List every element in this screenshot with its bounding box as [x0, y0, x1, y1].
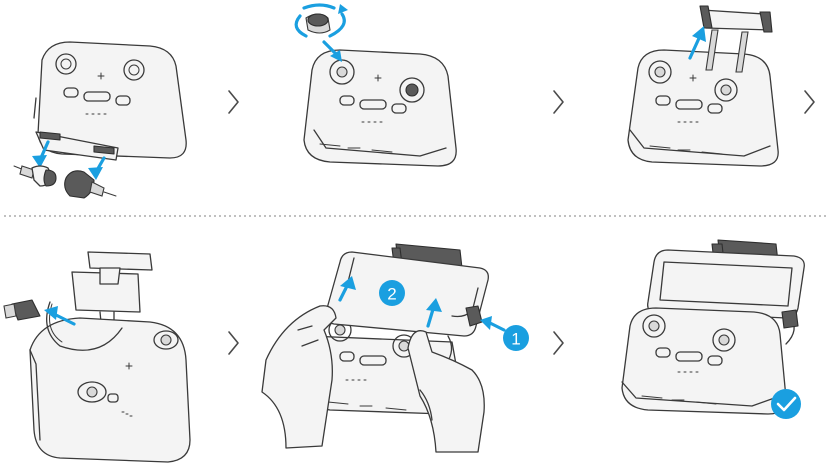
rotate-arrow-icon [294, 3, 346, 38]
checkmark-icon [771, 389, 801, 419]
chevron-right-icon [804, 90, 815, 114]
chevron-right-icon [553, 90, 564, 114]
panel-unfold-holder [627, 5, 779, 167]
mobile-phone [325, 251, 489, 337]
chevron-right-icon [553, 331, 564, 355]
control-stick-right [64, 170, 117, 199]
step-badge-2: 2 [379, 280, 405, 306]
step-badge-1-label: 1 [511, 330, 520, 349]
panel-attach-sticks [294, 3, 457, 167]
panel-complete [621, 239, 805, 419]
panel-remove-sticks [13, 41, 187, 199]
control-stick-left [13, 165, 57, 187]
panel-remove-cable [3, 251, 191, 463]
chevron-right-icon [228, 90, 239, 114]
panel-insert-phone: 2 1 [261, 243, 529, 453]
step-badge-2-label: 2 [387, 285, 396, 304]
step-badge-1: 1 [503, 325, 529, 351]
chevron-right-icon [228, 331, 239, 355]
control-stick-top [305, 13, 331, 34]
